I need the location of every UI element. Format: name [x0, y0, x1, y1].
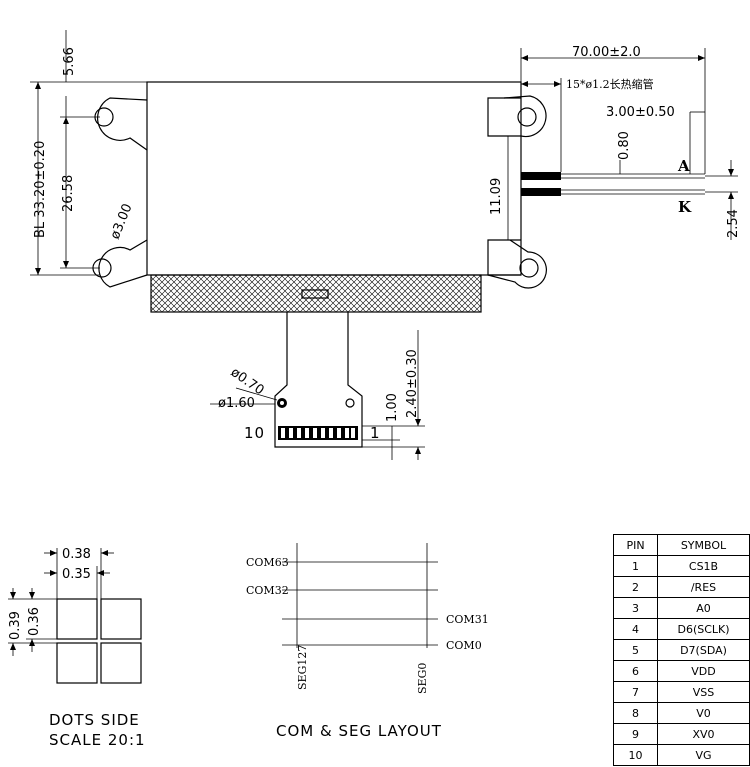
pin-symbol: /RES	[657, 576, 750, 598]
table-row: 2/RES	[613, 576, 750, 598]
layout-caption: COM & SEG LAYOUT	[276, 722, 442, 740]
pin-number: 9	[613, 723, 658, 745]
com32-label: COM32	[246, 584, 289, 597]
pin-symbol: XV0	[657, 723, 750, 745]
com31-label: COM31	[446, 613, 489, 626]
pin-number: 5	[613, 639, 658, 661]
lead-k-sleeve	[521, 188, 561, 196]
pin-number: 2	[613, 576, 658, 598]
dots-detail	[8, 548, 142, 684]
pin-symbol: V0	[657, 702, 750, 724]
pin-number: 7	[613, 681, 658, 703]
dim-2-54: 2.54	[726, 209, 741, 238]
seg0-label: SEG0	[416, 663, 429, 694]
fpc-tail	[274, 312, 363, 448]
fpc-hole-right	[345, 398, 355, 408]
pin-number: 3	[613, 597, 658, 619]
dim-11-09: 11.09	[489, 178, 504, 215]
dim-26-58: 26.58	[61, 175, 76, 212]
lead-k-label: K	[678, 198, 692, 216]
com63-label: COM63	[246, 556, 289, 569]
dim-heat-shrink: 15*ø1.2长热缩管	[566, 77, 654, 91]
dim-1-60: ø1.60	[218, 396, 255, 411]
dim-0-36: 0.36	[27, 607, 42, 636]
dim-0-80: 0.80	[617, 131, 632, 160]
pin-number: 1	[613, 555, 658, 577]
com0-label: COM0	[446, 639, 482, 652]
seg127-label: SEG127	[296, 645, 309, 690]
dim-bl: BL 33.20±0.20	[33, 141, 48, 238]
pin1-label: 1	[370, 424, 381, 442]
pin10-label: 10	[244, 424, 265, 442]
header-pin: PIN	[613, 534, 658, 556]
dim-2-40: 2.40±0.30	[405, 349, 420, 418]
pin-symbol: D6(SCLK)	[657, 618, 750, 640]
lead-a-sleeve	[521, 172, 561, 180]
dim-70: 70.00±2.0	[572, 45, 641, 60]
dim-0-70: ø0.70	[228, 365, 267, 398]
dim-0-35: 0.35	[62, 567, 91, 582]
dimension-lines	[30, 30, 738, 460]
left-bottom-ear	[98, 239, 148, 288]
pin-number: 4	[613, 618, 658, 640]
pin-symbol: VG	[657, 744, 750, 766]
header-symbol: SYMBOL	[657, 534, 750, 556]
dim-5-66: 5.66	[62, 47, 77, 76]
com-seg-layout	[282, 543, 438, 648]
pin-symbol: D7(SDA)	[657, 639, 750, 661]
dim-3-00: 3.00±0.50	[606, 105, 675, 120]
pin-number: 10	[613, 744, 658, 766]
dots-caption-line2: SCALE 20:1	[49, 731, 146, 749]
pin-number: 8	[613, 702, 658, 724]
left-top-ear	[97, 97, 148, 151]
dim-1-00: 1.00	[385, 393, 400, 422]
display-area-hatched	[150, 274, 482, 313]
pin-table-header: PIN SYMBOL	[613, 534, 750, 556]
pin-symbol: A0	[657, 597, 750, 619]
dim-0-39: 0.39	[8, 611, 23, 640]
pin-number: 6	[613, 660, 658, 682]
pin-symbol: CS1B	[657, 555, 750, 577]
dots-caption-line1: DOTS SIDE	[49, 711, 140, 729]
pin-symbol: VDD	[657, 660, 750, 682]
lead-a-label: A	[677, 157, 690, 175]
pin-symbol: VSS	[657, 681, 750, 703]
dim-0-38: 0.38	[62, 547, 91, 562]
dim-hole: ø3.00	[108, 202, 136, 242]
